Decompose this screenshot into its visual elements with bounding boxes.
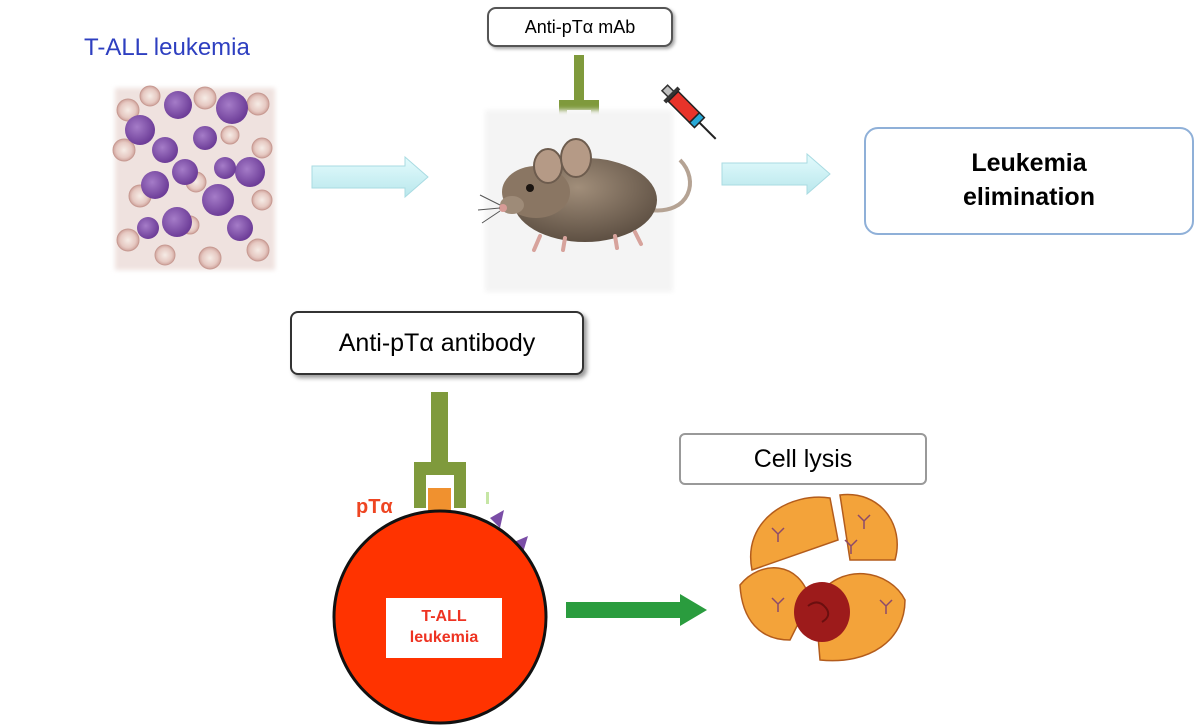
anti-pta-antibody-box: Anti-pTα antibody xyxy=(290,311,584,375)
antibody-on-cell xyxy=(414,392,466,508)
anti-pta-mab-label: Anti-pTα mAb xyxy=(524,16,636,37)
arrow-smear-to-mouse xyxy=(311,155,429,199)
syringe-icon xyxy=(660,84,717,140)
anti-pta-mab-box: Anti-pTα mAb xyxy=(487,7,673,47)
pta-receptor xyxy=(428,488,451,512)
cell-label-line1: T-ALL xyxy=(421,608,467,626)
cell-label-line2: leukemia xyxy=(409,629,479,646)
pta-receptor-label: pTα xyxy=(356,496,393,518)
tall-leukemia-heading: T-ALL leukemia xyxy=(84,34,250,61)
membrane-markers xyxy=(486,492,528,556)
lysed-cell-image xyxy=(739,493,906,662)
elimination-line2: elimination xyxy=(963,183,1095,211)
arrow-cell-to-lysis xyxy=(566,594,707,626)
cell-lysis-label: Cell lysis xyxy=(753,444,853,473)
arrow-mouse-to-elimination xyxy=(721,152,831,196)
blood-smear-image xyxy=(112,85,275,270)
leukemia-elimination-box: Leukemia elimination xyxy=(864,127,1194,235)
anti-pta-antibody-label: Anti-pTα antibody xyxy=(338,328,536,357)
mouse-image xyxy=(477,110,692,292)
elimination-line1: Leukemia xyxy=(971,149,1087,178)
cell-lysis-box: Cell lysis xyxy=(679,433,927,485)
cell-label-box: T-ALL leukemia xyxy=(386,598,502,658)
